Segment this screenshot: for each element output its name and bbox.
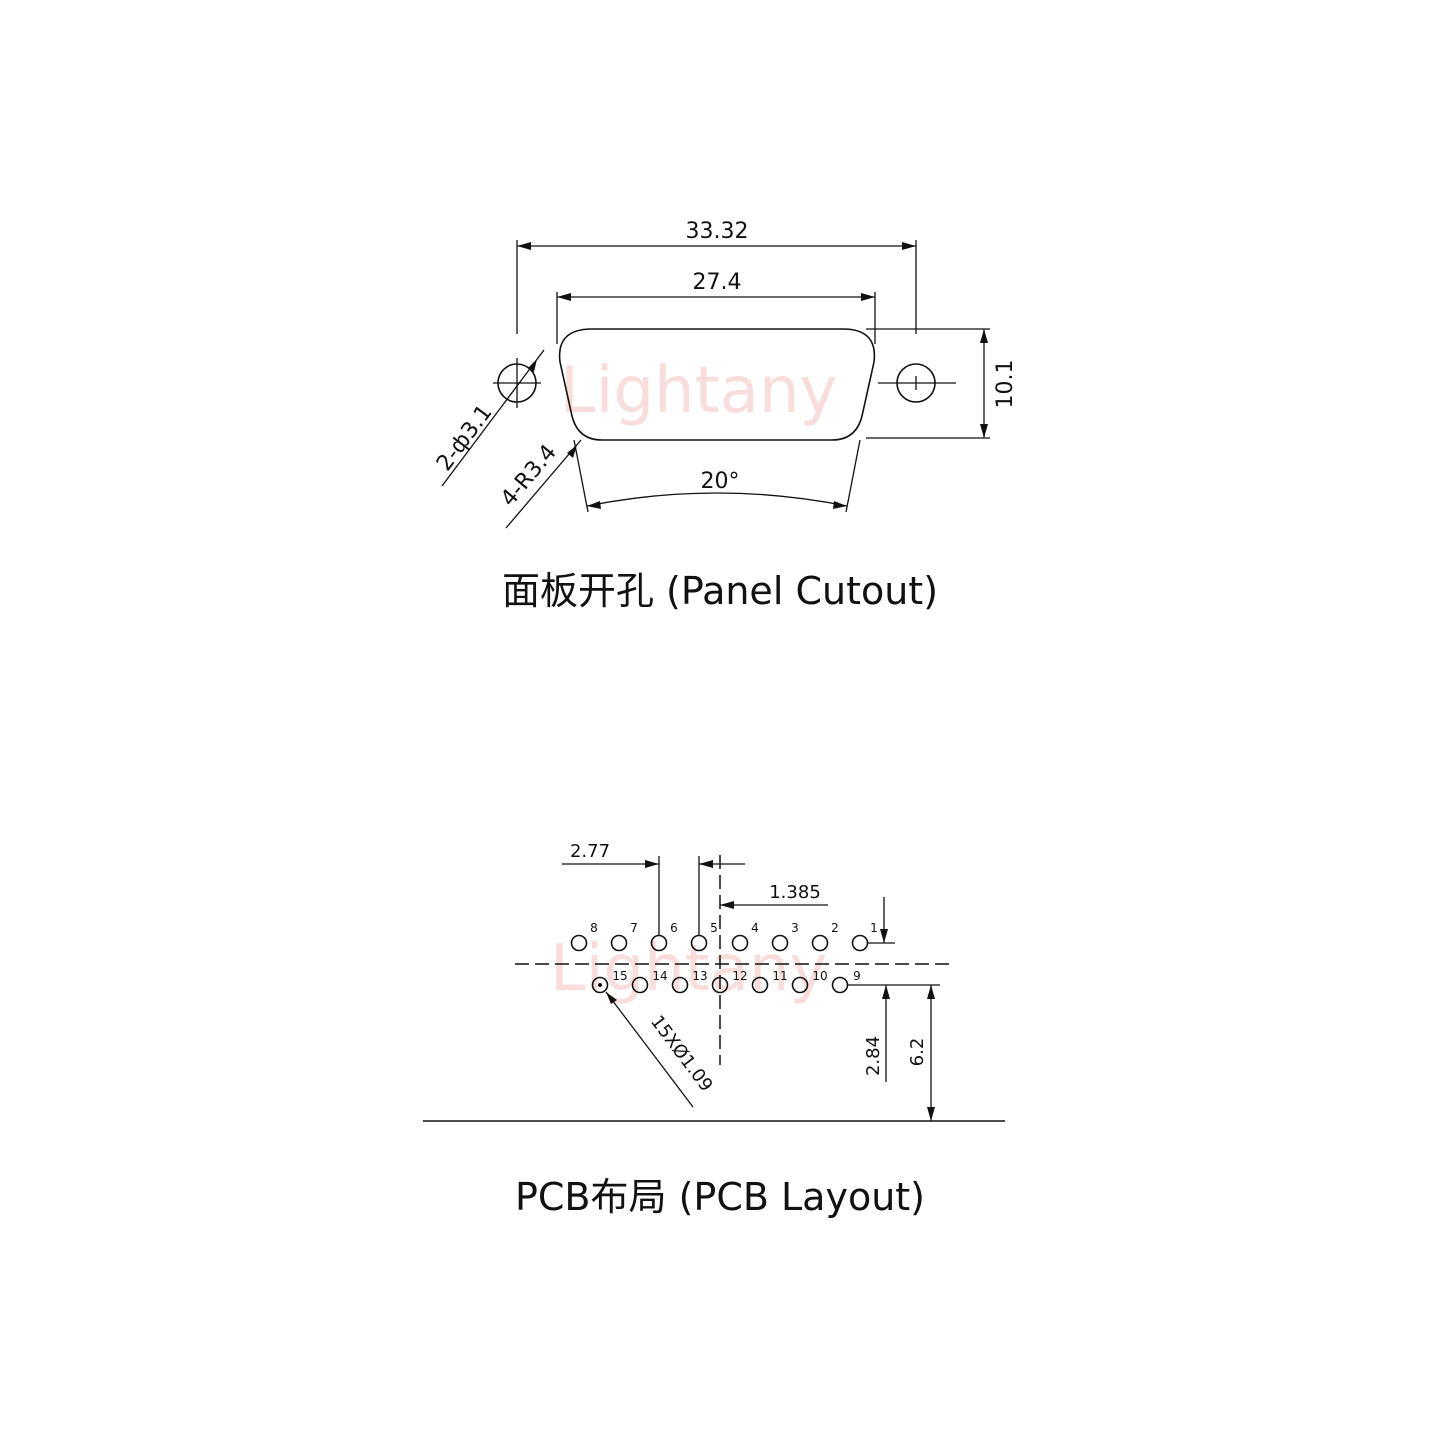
bottom-pin-row: 15 14 13 12 11 10 9 xyxy=(591,969,861,994)
pin-label: 7 xyxy=(630,921,638,935)
pin-label: 10 xyxy=(812,969,827,983)
d-sub-opening-outline xyxy=(558,328,876,441)
dim-row-offset: 2.84 xyxy=(863,1036,884,1076)
top-pin-row: 8 7 6 5 4 3 2 1 xyxy=(570,921,878,952)
pin-hole xyxy=(811,934,829,952)
dim-opening-height: 10.1 xyxy=(993,360,1018,409)
pin-label: 14 xyxy=(652,969,667,983)
dim-half-pitch: 1.385 xyxy=(769,882,821,903)
pin-hole xyxy=(851,934,869,952)
pin-label: 13 xyxy=(692,969,707,983)
pin-hole xyxy=(591,976,609,994)
pin-label: 6 xyxy=(670,921,678,935)
watermark-pcb: Lightany xyxy=(550,932,827,1006)
pin-hole xyxy=(610,934,628,952)
pin-hole xyxy=(831,976,849,994)
pin-label: 2 xyxy=(831,921,839,935)
pin-label: 1 xyxy=(870,921,878,935)
pin-hole xyxy=(631,976,649,994)
pin-label: 15 xyxy=(612,969,627,983)
pin-1-marker xyxy=(598,983,602,987)
pin-hole xyxy=(671,976,689,994)
pin-hole xyxy=(791,976,809,994)
leader-pin-holes xyxy=(605,991,694,1108)
dim-overall-width: 33.32 xyxy=(686,219,749,244)
dim-opening-width: 27.4 xyxy=(693,270,742,295)
dim-hole-diameter: 2-ф3.1 xyxy=(432,400,498,476)
pcb-layout-caption: PCB布局 (PCB Layout) xyxy=(514,1175,926,1219)
leader-corner-radius xyxy=(505,439,582,529)
pin-hole xyxy=(731,934,749,952)
dim-pin-pitch: 2.77 xyxy=(570,841,610,862)
pin-label: 5 xyxy=(710,921,718,935)
dim-pin-hole-diameter: 15XØ1.09 xyxy=(646,1012,717,1096)
pin-hole xyxy=(771,934,789,952)
pin-hole xyxy=(570,934,588,952)
pin-hole xyxy=(751,976,769,994)
leader-hole-diameter xyxy=(441,349,545,487)
pin-label: 3 xyxy=(791,921,799,935)
dim-board-offset: 6.2 xyxy=(907,1038,928,1067)
dim-arc-angle xyxy=(586,492,848,507)
pin-label: 4 xyxy=(751,921,759,935)
pin-label: 9 xyxy=(853,969,861,983)
panel-cutout-drawing: Lightany 33.32 27.4 10.1 xyxy=(432,219,1018,529)
pin-label: 11 xyxy=(772,969,787,983)
pin-label: 8 xyxy=(590,921,598,935)
pcb-layout-drawing: Lightany 8 7 6 5 4 3 2 1 xyxy=(423,841,1005,1122)
dim-draft-angle: 20° xyxy=(701,469,740,494)
pin-label: 12 xyxy=(732,969,747,983)
pin-hole xyxy=(711,976,729,994)
panel-cutout-caption: 面板开孔 (Panel Cutout) xyxy=(501,569,939,613)
watermark-panel: Lightany xyxy=(560,354,837,428)
